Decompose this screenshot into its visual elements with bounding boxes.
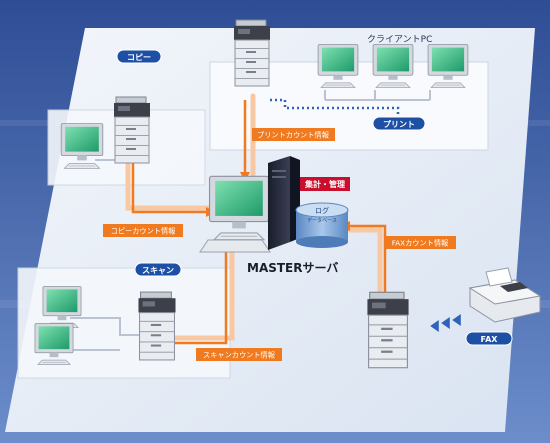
fax-pill: FAX [466, 332, 512, 345]
scan-count-label-box: スキャンカウント情報 [196, 348, 282, 361]
database-icon: ログ データベース [296, 203, 348, 248]
copy-pill: コピー [117, 50, 161, 63]
scan-pill: スキャン [135, 263, 181, 276]
master-server-label: MASTERサーバ [247, 261, 338, 275]
mfp-printer-icon [367, 292, 408, 367]
log-db-sub: データベース [307, 217, 337, 224]
log-db-title: ログ [315, 206, 329, 215]
copy-count-label: コピーカウント情報 [111, 227, 176, 236]
copy-count-label-box: コピーカウント情報 [103, 224, 183, 237]
tally-badge: 集計・管理 [300, 177, 350, 191]
scan-count-label: スキャンカウント情報 [203, 351, 275, 360]
keyboard-icon [200, 240, 270, 252]
tower-server-icon [268, 156, 300, 250]
print-count-label-box: プリントカウント情報 [252, 128, 335, 141]
mfp-printer-icon [234, 20, 270, 86]
fax-label: FAX [481, 335, 499, 344]
copy-label: コピー [127, 52, 151, 62]
fax-count-label-box: FAXカウント情報 [384, 236, 456, 249]
fax-count-label: FAXカウント情報 [392, 239, 448, 248]
client-pc-label: クライアントPC [367, 34, 432, 45]
print-count-label: プリントカウント情報 [257, 131, 329, 140]
print-label: プリント [383, 119, 415, 129]
scan-label: スキャン [142, 266, 174, 275]
mfp-printer-icon [114, 97, 150, 163]
mfp-printer-icon [138, 292, 175, 360]
tally-label: 集計・管理 [304, 179, 345, 189]
print-pill: プリント [373, 117, 425, 130]
